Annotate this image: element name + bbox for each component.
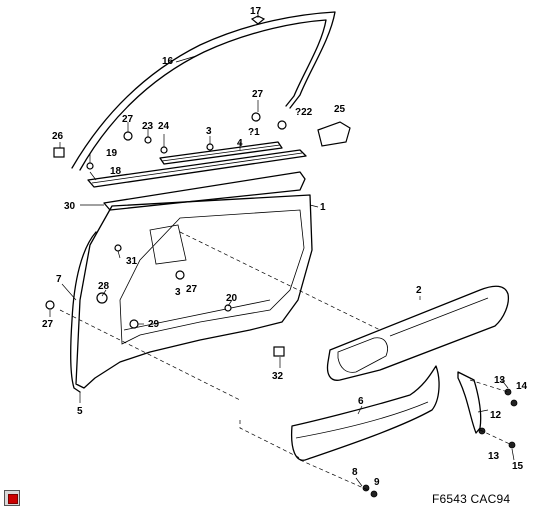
callout-7: 7 <box>56 274 62 285</box>
inner-door-panel <box>75 194 313 389</box>
callout-27a: 27 <box>252 89 264 100</box>
armrest-bracket <box>457 371 482 434</box>
callout-17: 17 <box>250 6 262 17</box>
window-restore-icon[interactable] <box>4 490 20 506</box>
callout-8: 8 <box>352 467 358 478</box>
leader-lines <box>49 12 515 487</box>
callout-4: 4 <box>237 138 243 149</box>
callout-12: 12 <box>490 410 502 421</box>
callout-1: 1 <box>320 202 326 213</box>
window-restore-icon-inner <box>8 494 18 504</box>
callout-15: 15 <box>512 461 524 472</box>
callout-32: 32 <box>272 371 284 382</box>
callout-3a: 3 <box>206 126 212 137</box>
callout-13b: 13 <box>488 451 500 462</box>
clip-17 <box>250 15 266 25</box>
mirror-bracket <box>317 121 351 147</box>
callout-23: 23 <box>142 121 154 132</box>
callout-31: 31 <box>126 256 138 267</box>
callout-22: ?22 <box>295 107 313 118</box>
belt-molding <box>159 141 283 165</box>
door-pocket <box>290 365 440 461</box>
clip-26 <box>53 147 65 158</box>
upper-trim-strip <box>103 171 306 211</box>
callout-26: 26 <box>52 131 64 142</box>
armrest-panel <box>326 285 510 381</box>
callout-30: 30 <box>64 201 76 212</box>
callout-28: 28 <box>98 281 110 292</box>
belt-seal-outer <box>87 149 307 188</box>
callout-14: 14 <box>516 381 528 392</box>
callout-19: 19 <box>106 148 118 159</box>
assembly-lines <box>59 231 513 491</box>
callout-labels: 17 16 27 ?22 25 27 23 24 3 4 ?1 26 19 18… <box>42 6 528 488</box>
callout-20: 20 <box>226 293 238 304</box>
callout-27c: 27 <box>186 284 198 295</box>
callout-25: 25 <box>334 104 346 115</box>
callout-21: ?1 <box>248 127 260 138</box>
callout-5: 5 <box>77 406 83 417</box>
fasteners <box>45 112 518 498</box>
callout-27b: 27 <box>122 114 134 125</box>
door-edge-seal <box>70 231 97 393</box>
callout-6: 6 <box>358 396 364 407</box>
callout-24: 24 <box>158 121 170 132</box>
callout-2: 2 <box>416 285 422 296</box>
callout-16: 16 <box>162 56 174 67</box>
callout-13a: 13 <box>494 375 506 386</box>
callout-3b: 3 <box>175 287 181 298</box>
callout-29: 29 <box>148 319 160 330</box>
callout-9: 9 <box>374 477 380 488</box>
callout-18: 18 <box>110 166 122 177</box>
callout-27d: 27 <box>42 319 54 330</box>
drawing-code: F6543 CAC94 <box>432 492 511 506</box>
window-frame-seal <box>71 11 336 171</box>
